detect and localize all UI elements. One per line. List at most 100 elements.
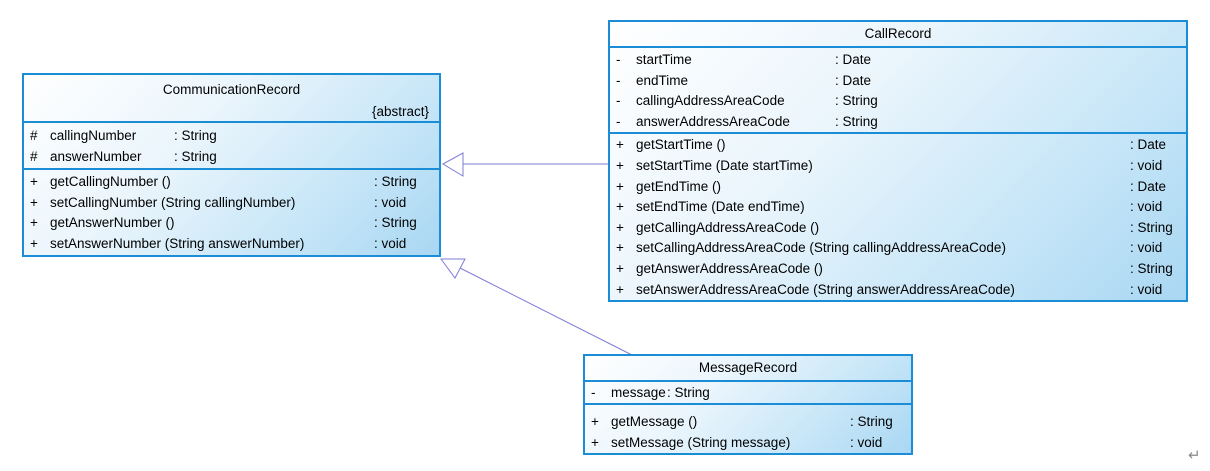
visibility-symbol: - xyxy=(616,113,621,129)
visibility-symbol: # xyxy=(30,128,38,143)
generalization-line-messagerecord[interactable] xyxy=(459,267,633,356)
methods-compartment: + getStartTime () : Date + setStartTime … xyxy=(610,132,1186,300)
attribute-row: - answerAddressAreaCode : String xyxy=(610,112,1186,133)
method-row: + setEndTime (Date endTime) : void xyxy=(610,197,1186,218)
method-return-type: : String xyxy=(1130,219,1173,235)
method-name: setCallingNumber (String callingNumber) xyxy=(50,194,296,210)
method-return-type: : void xyxy=(1130,199,1163,215)
method-name: getEndTime () xyxy=(636,178,722,194)
method-return-type: : void xyxy=(1130,281,1163,297)
method-row: + getEndTime () : Date xyxy=(610,177,1186,198)
method-row: + getStartTime () : Date xyxy=(610,135,1186,156)
generalization-edge-callrecord[interactable] xyxy=(441,152,608,177)
attribute-type: : String xyxy=(835,113,878,129)
visibility-symbol: + xyxy=(30,173,38,189)
method-return-type: : void xyxy=(1130,157,1163,173)
visibility-symbol: + xyxy=(616,240,624,256)
attribute-row: # answerNumber : String xyxy=(24,146,439,167)
method-return-type: : void xyxy=(374,194,407,210)
visibility-symbol: + xyxy=(30,236,38,252)
method-name: getMessage () xyxy=(611,414,698,429)
method-name: setAnswerNumber (String answerNumber) xyxy=(50,236,305,252)
method-row: + getMessage () : String xyxy=(585,411,911,432)
attribute-name: endTime xyxy=(636,72,689,88)
visibility-symbol: + xyxy=(616,178,624,194)
method-return-type: : String xyxy=(374,173,417,189)
method-return-type: : String xyxy=(850,414,893,429)
visibility-symbol: - xyxy=(616,52,621,67)
class-name: CallRecord xyxy=(864,26,932,41)
method-row: + setAnswerNumber (String answerNumber) … xyxy=(24,234,439,255)
method-name: getAnswerNumber () xyxy=(50,215,175,231)
method-name: setEndTime (Date endTime) xyxy=(636,199,805,215)
visibility-symbol: + xyxy=(616,157,624,173)
visibility-symbol: + xyxy=(616,281,624,297)
class-name: MessageRecord xyxy=(698,360,798,375)
visibility-symbol: - xyxy=(616,93,621,109)
method-name: getCallingAddressAreaCode () xyxy=(636,219,820,235)
method-return-type: : String xyxy=(374,215,417,231)
method-return-type: : void xyxy=(850,435,883,450)
class-box-communicationrecord[interactable]: CommunicationRecord {abstract} # calling… xyxy=(22,73,441,257)
class-box-messagerecord[interactable]: MessageRecord - message : String + getMe… xyxy=(583,354,913,455)
generalization-triangle-icon xyxy=(441,152,464,177)
method-row: + getCallingNumber () : String xyxy=(24,172,439,193)
visibility-symbol: # xyxy=(30,149,38,164)
attribute-name: answerNumber xyxy=(50,149,142,164)
method-row: + getAnswerAddressAreaCode () : String xyxy=(610,259,1186,280)
attribute-type: : String xyxy=(174,149,217,164)
attribute-type: : Date xyxy=(835,52,872,67)
visibility-symbol: + xyxy=(30,215,38,231)
class-stereotype: {abstract} xyxy=(371,104,429,119)
method-row: + setStartTime (Date startTime) : void xyxy=(610,156,1186,177)
visibility-symbol: - xyxy=(591,385,596,400)
method-row: + setCallingNumber (String callingNumber… xyxy=(24,193,439,214)
attribute-name: message xyxy=(611,385,666,400)
attributes-compartment: - startTime : Date - endTime : Date - ca… xyxy=(610,46,1186,132)
attribute-name: callingAddressAreaCode xyxy=(636,93,785,109)
method-return-type: : Date xyxy=(1130,178,1167,194)
attribute-type: : String xyxy=(667,385,710,400)
paragraph-return-icon: ↵ xyxy=(1188,447,1201,464)
visibility-symbol: + xyxy=(30,194,38,210)
generalization-edge-messagerecord[interactable] xyxy=(440,258,633,356)
generalization-triangle-icon xyxy=(440,258,466,279)
method-name: getCallingNumber () xyxy=(50,173,171,189)
method-name: setCallingAddressAreaCode (String callin… xyxy=(636,240,1006,256)
attribute-name: answerAddressAreaCode xyxy=(636,113,790,129)
visibility-symbol: + xyxy=(616,137,624,153)
method-row: + setAnswerAddressAreaCode (String answe… xyxy=(610,280,1186,301)
methods-compartment: + getCallingNumber () : String + setCall… xyxy=(24,167,439,255)
visibility-symbol: + xyxy=(591,435,599,450)
attribute-type: : Date xyxy=(835,72,872,88)
visibility-symbol: + xyxy=(616,199,624,215)
method-return-type: : String xyxy=(1130,260,1173,276)
visibility-symbol: + xyxy=(591,414,599,429)
method-row: + setMessage (String message) : void xyxy=(585,432,911,453)
visibility-symbol: - xyxy=(616,72,621,88)
method-name: setStartTime (Date startTime) xyxy=(636,157,813,173)
attribute-row: - startTime : Date xyxy=(610,50,1186,71)
class-name: CommunicationRecord xyxy=(162,82,301,97)
attribute-row: - endTime : Date xyxy=(610,71,1186,92)
class-box-callrecord[interactable]: CallRecord - startTime : Date - endTime … xyxy=(608,20,1188,302)
method-row: + getAnswerNumber () : String xyxy=(24,213,439,234)
method-name: getAnswerAddressAreaCode () xyxy=(636,260,823,276)
method-name: setAnswerAddressAreaCode (String answerA… xyxy=(636,281,1015,297)
attribute-row: - callingAddressAreaCode : String xyxy=(610,91,1186,112)
method-return-type: : void xyxy=(1130,240,1163,256)
attributes-compartment: # callingNumber : String # answerNumber … xyxy=(24,121,439,168)
attribute-row: - message : String xyxy=(585,382,911,403)
method-name: setMessage (String message) xyxy=(611,435,791,450)
visibility-symbol: + xyxy=(616,260,624,276)
method-row: + getCallingAddressAreaCode () : String xyxy=(610,218,1186,239)
attributes-compartment: - message : String xyxy=(585,380,911,403)
method-return-type: : Date xyxy=(1130,137,1167,153)
method-name: getStartTime () xyxy=(636,137,726,153)
attribute-row: # callingNumber : String xyxy=(24,125,439,146)
attribute-name: callingNumber xyxy=(50,128,137,143)
attribute-type: : String xyxy=(174,128,217,143)
method-return-type: : void xyxy=(374,236,407,252)
